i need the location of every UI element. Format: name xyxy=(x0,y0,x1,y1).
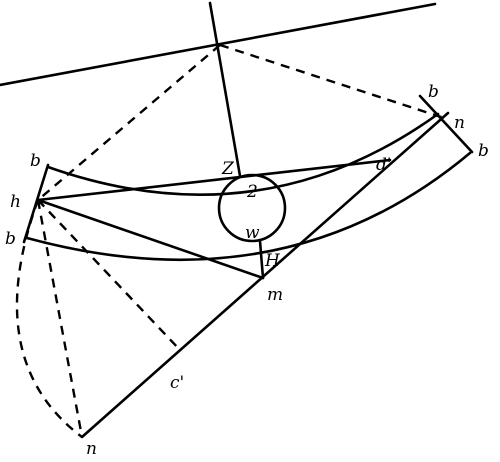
dashed-h-to-n-bottom xyxy=(36,199,84,438)
label-m: m xyxy=(267,285,283,305)
dashed-ray-left xyxy=(37,44,221,201)
line-h-to-m xyxy=(36,198,265,280)
band-right-edge xyxy=(418,94,474,154)
dashed-h-to-c-prime xyxy=(37,199,181,351)
band-upper-arc xyxy=(46,112,440,196)
band-lower-arc xyxy=(25,151,472,262)
label-big-h: H xyxy=(264,251,281,271)
label-n-bottom: n xyxy=(86,439,97,459)
label-b-upper-right: b xyxy=(428,82,439,102)
dashed-arc-left xyxy=(15,199,83,438)
line-h-to-d-prime xyxy=(36,158,392,202)
label-d-prime: d' xyxy=(376,155,392,175)
label-w: w xyxy=(245,223,260,243)
vertical-axis-upper xyxy=(208,1,242,178)
label-b-upper-left: b xyxy=(30,151,41,171)
label-c-prime: c' xyxy=(170,373,184,393)
label-z: Z xyxy=(221,159,235,179)
vertical-axis-lower xyxy=(258,239,265,280)
dashed-ray-right xyxy=(219,43,445,120)
label-b-lower-left: b xyxy=(5,229,16,249)
label-n-right: n xyxy=(454,113,465,133)
label-h-left: h xyxy=(10,192,21,212)
label-two: 2 xyxy=(246,182,258,202)
base-line xyxy=(80,111,450,439)
label-b-lower-right: b xyxy=(478,141,489,161)
